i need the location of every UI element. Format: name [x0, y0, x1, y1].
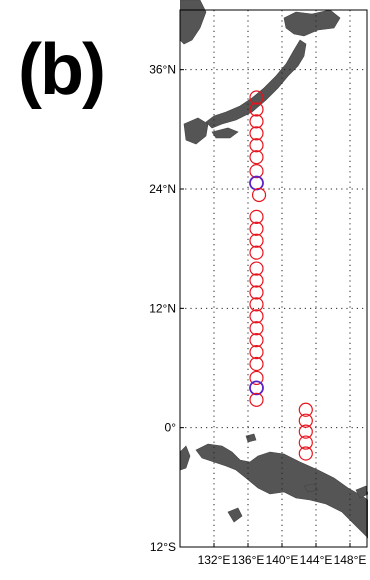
station-marker-13 [249, 261, 264, 276]
station-marker-6 [249, 164, 264, 179]
lon-tick-label-1: 136°E [232, 553, 265, 567]
station-marker-12 [249, 245, 264, 260]
land-island-d [355, 485, 368, 499]
lat-tick-label-3: 0° [165, 421, 177, 435]
map-frame [179, 9, 368, 548]
land-new-guinea [195, 443, 368, 539]
station-marker-20 [249, 344, 264, 360]
lon-tick-label-0: 132°E [198, 553, 231, 567]
lon-tick-label-2: 140°E [266, 553, 299, 567]
panel-label: (b) [18, 30, 106, 110]
station-marker-24 [249, 392, 264, 407]
station-marker-17 [249, 309, 264, 324]
station-marker-19 [249, 333, 264, 348]
lon-tick-label-3: 144°E [300, 553, 333, 567]
station-marker-11 [249, 233, 264, 248]
lat-tick-label-0: 36°N [149, 63, 176, 77]
station-marker-26 [298, 413, 313, 428]
graticule [180, 10, 367, 548]
station-marker-8 [251, 187, 267, 203]
station-marker-14 [249, 273, 264, 288]
land-asia-mainland [180, 0, 207, 45]
station-marker-21 [249, 356, 264, 372]
lat-tick-label-1: 24°N [149, 182, 176, 196]
station-marker-16 [249, 297, 264, 312]
station-marker-18 [249, 321, 264, 336]
station-marker-28 [298, 435, 313, 450]
station-marker-1 [249, 102, 264, 117]
lat-tick-label-4: 12°S [150, 540, 176, 554]
station-marker-27 [298, 424, 313, 439]
land-island-a [227, 507, 243, 523]
land-japan-kyushu [183, 117, 209, 145]
station-marker-3 [249, 126, 264, 141]
station-marker-29 [298, 446, 313, 461]
land-japan-shikoku [211, 127, 239, 139]
station-marker-15 [249, 285, 264, 300]
land-japan-hokkaido [283, 9, 341, 37]
station-marker-2 [249, 114, 264, 129]
station-marker-25 [298, 402, 313, 417]
station-marker-4 [249, 138, 264, 153]
station-marker-10 [249, 221, 264, 236]
station-marker-0 [249, 90, 264, 105]
land-japan-honshu [205, 39, 307, 129]
station-marker-23 [249, 380, 264, 396]
station-marker-22 [249, 370, 264, 386]
station-markers [249, 90, 313, 461]
lat-tick-label-2: 12°N [149, 301, 176, 315]
lon-tick-label-4: 148°E [334, 553, 367, 567]
station-marker-7 [249, 175, 264, 191]
land-island-b [303, 483, 319, 493]
land-island-c [245, 433, 257, 443]
station-marker-9 [249, 209, 264, 224]
land-halmahera [180, 445, 191, 471]
station-marker-5 [249, 150, 264, 165]
